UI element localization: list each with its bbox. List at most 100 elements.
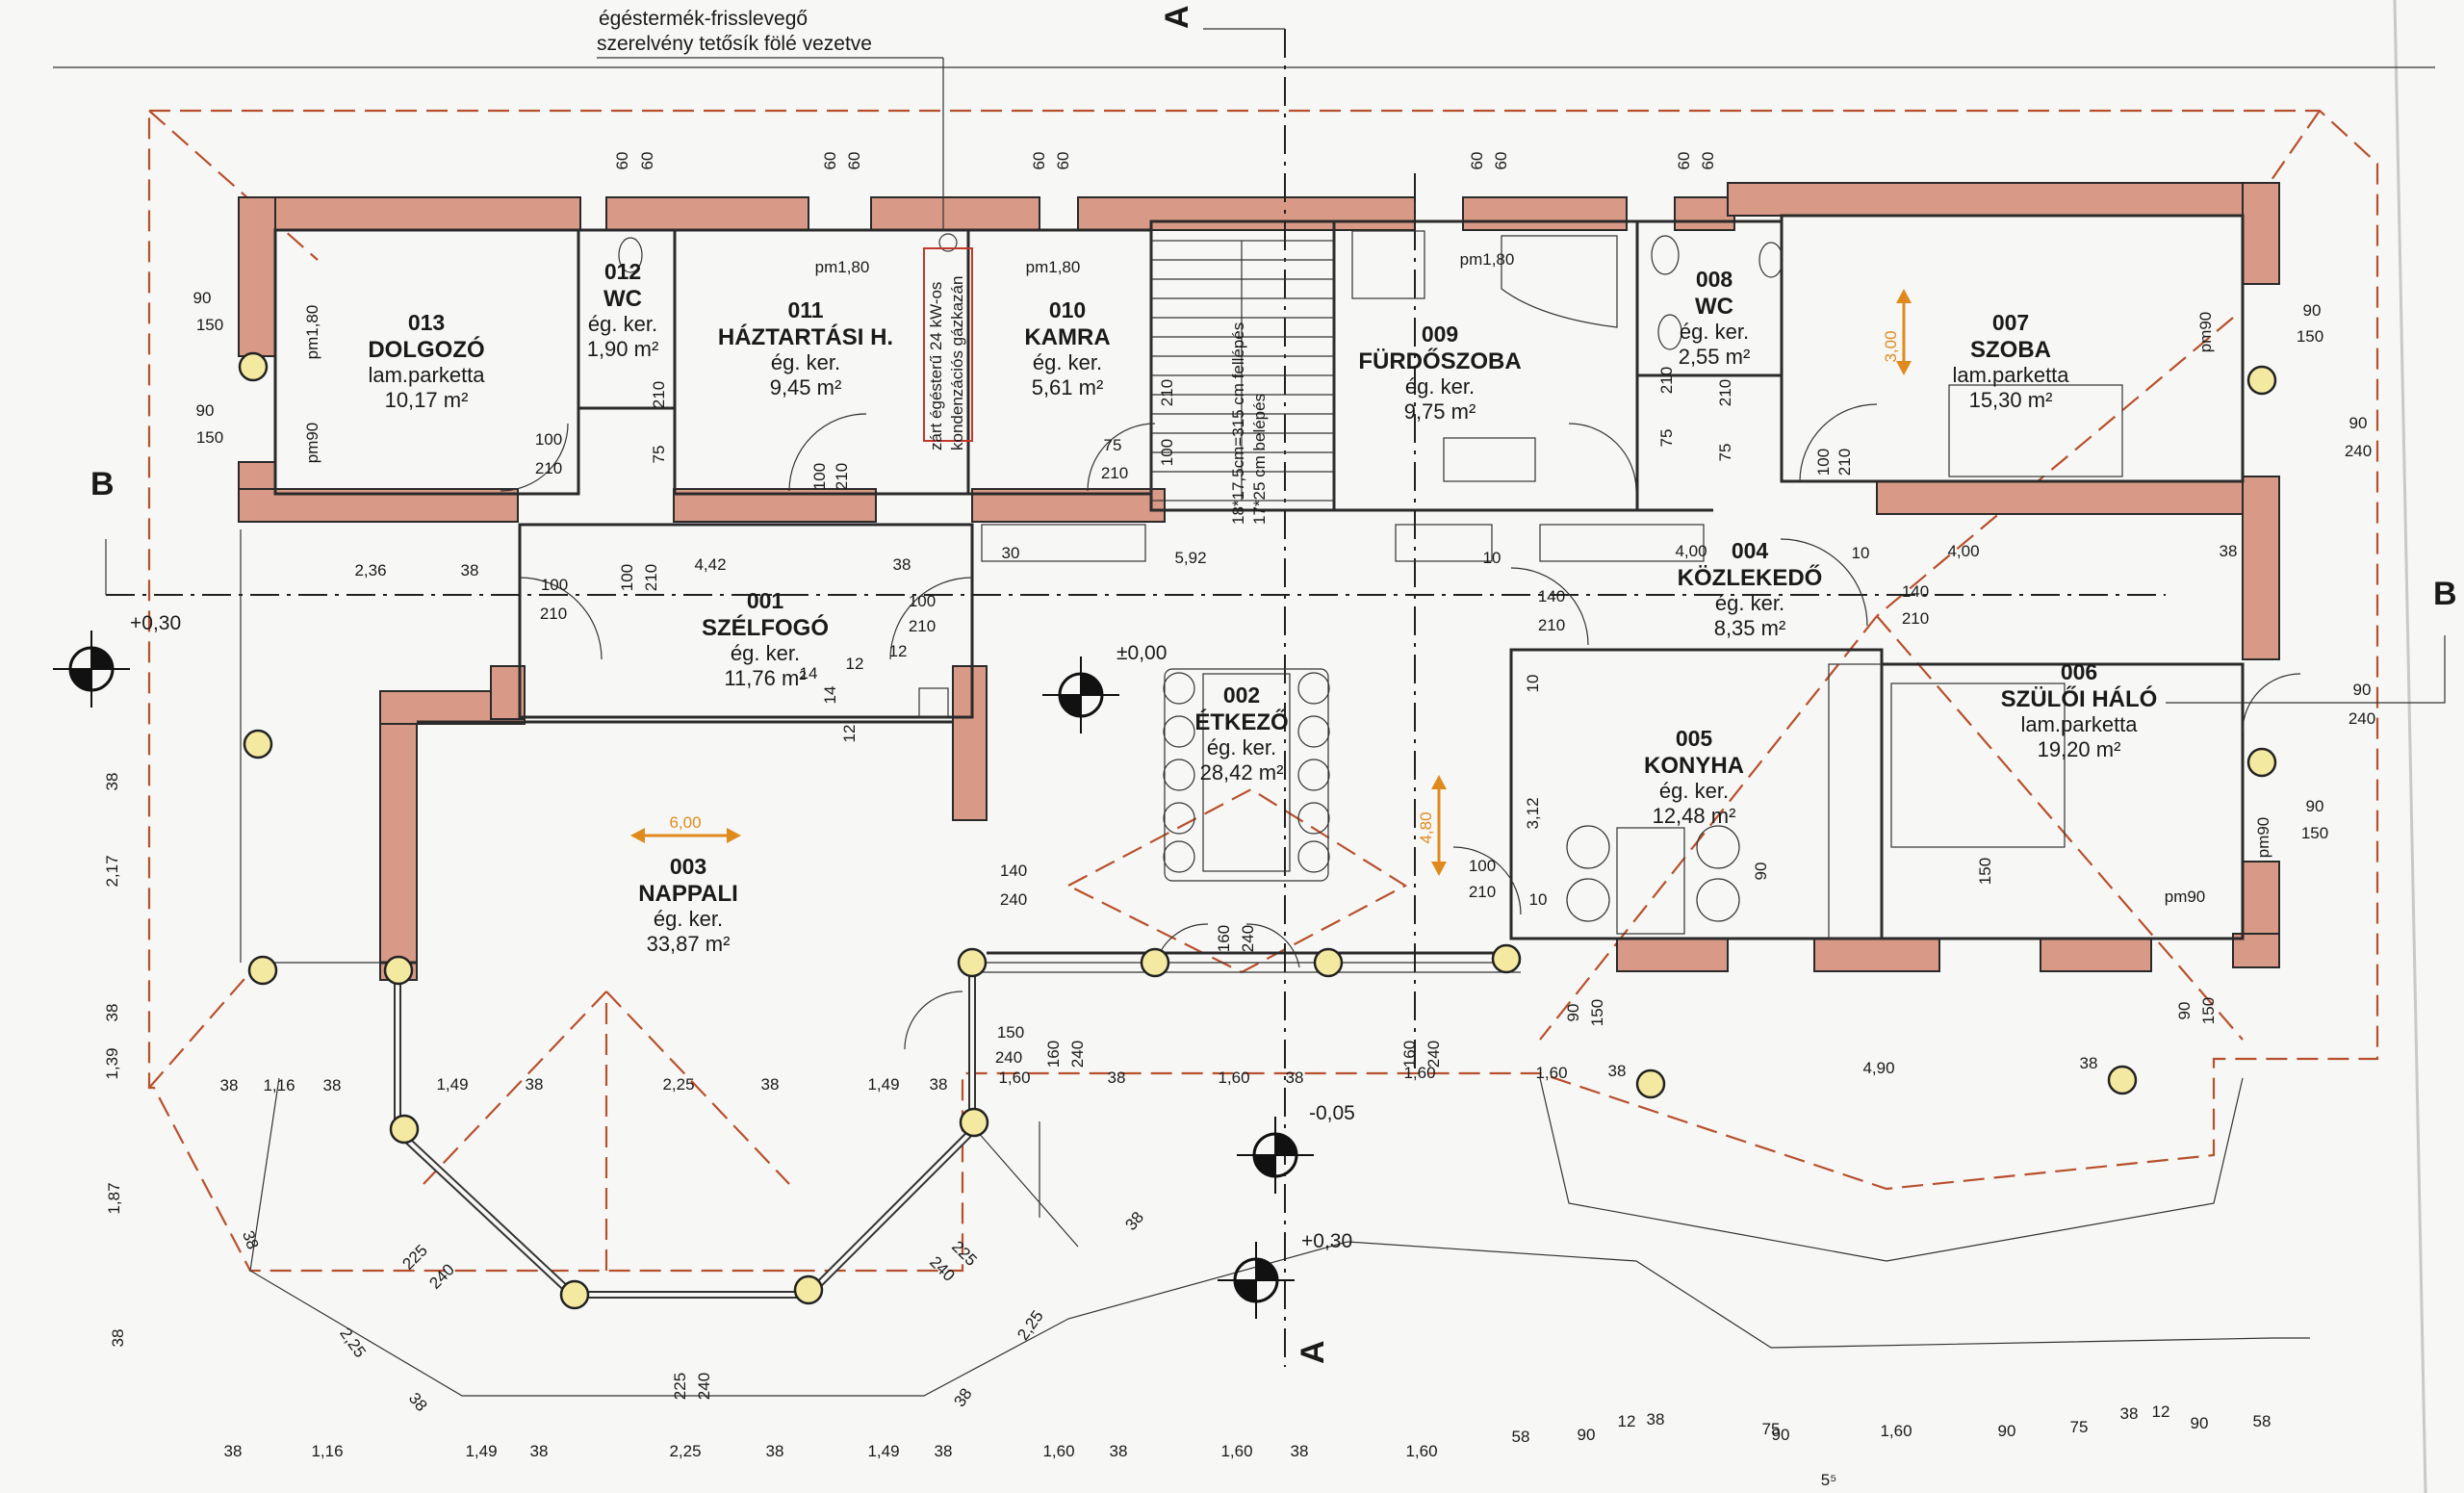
dimension-doors: 140 [1538, 587, 1565, 605]
dimension-corridor: 10 [1852, 544, 1870, 562]
dimension-doors: 210 [642, 564, 660, 591]
room-finish: ég. ker. [1405, 374, 1475, 399]
room-number: 006 [2061, 659, 2097, 684]
dimension-top: 60 [821, 152, 839, 170]
dimension-corridor: 2,36 [354, 561, 386, 579]
columns [238, 351, 2277, 1310]
dimension-corridor: 4,42 [694, 555, 726, 574]
dimension-front-row: 2,25 [662, 1075, 694, 1094]
room-name: ÉTKEZŐ [1194, 708, 1288, 735]
room-finish: ég. ker. [1207, 735, 1276, 759]
dimension-doors: 210 [1158, 379, 1176, 406]
dimension-top: 60 [1699, 152, 1717, 170]
dimension-left-side: 38 [103, 1004, 121, 1022]
room-number: 013 [408, 310, 445, 335]
furniture [618, 230, 2123, 940]
level-text-2: ±0,00 [1116, 642, 1167, 664]
dimension-doors: 100 [541, 576, 568, 594]
dimension-corridor: 30 [1002, 544, 1020, 562]
dimension-front-row: 1,49 [867, 1075, 899, 1094]
room-area: 11,76 m² [724, 666, 806, 690]
dimension-front-row: 1,60 [1535, 1064, 1567, 1082]
section-a-bottom: A [1295, 1340, 1331, 1364]
dimension-front-row: 38 [526, 1075, 544, 1094]
dimension-bottom-row: 90 [1578, 1426, 1596, 1444]
room-number: 012 [604, 259, 641, 284]
dimension-right-windows: 90 [2306, 797, 2324, 815]
dimension-corridor: 14 [821, 686, 839, 705]
room-number: 003 [670, 854, 706, 879]
dimension-bottom-row: 38 [1291, 1442, 1309, 1460]
dimension-bottom-row: 1,49 [465, 1442, 497, 1460]
dimension-doors: 150 [2199, 997, 2218, 1024]
dimension-doors: 240 [995, 1048, 1022, 1067]
room-name: FÜRDŐSZOBA [1358, 348, 1521, 374]
dimension-left-windows: 150 [196, 428, 223, 447]
level-text-1: +0,30 [130, 612, 181, 634]
room-name: KAMRA [1024, 324, 1110, 350]
dimension-right-windows: 90 [2303, 301, 2322, 320]
dimension-doors: 210 [1101, 464, 1128, 482]
dimension-right-windows: 90 [2349, 414, 2368, 432]
dimension-left-windows: 90 [193, 289, 212, 307]
dimension-right-windows: 150 [2297, 327, 2323, 346]
level-text-3: -0,05 [1309, 1102, 1355, 1124]
dimension-doors: 210 [1469, 883, 1496, 901]
dimension-front-row: 38 [220, 1076, 239, 1094]
dimension-top: 60 [1675, 152, 1693, 170]
dimension-bottom-row: 1,16 [311, 1442, 343, 1460]
dimension-corridor: 10 [1529, 890, 1548, 909]
dimension-doors: 160 [1044, 1041, 1063, 1068]
dimension-right-windows: 150 [2301, 824, 2328, 842]
dimension-corridor: 4,00 [1947, 542, 1979, 560]
dimension-front-row: 38 [930, 1075, 948, 1094]
parapet-label: pm90 [2196, 312, 2215, 353]
dimension-doors: 210 [540, 605, 567, 623]
parapet-label: pm1,80 [1026, 258, 1081, 276]
orange-arrows [630, 289, 1912, 876]
dimension-doors: 90 [2175, 1002, 2194, 1020]
flue-note-line2: szerelvény tetősík fölé vezetve [597, 33, 872, 55]
dimension-bottom-row: 1,60 [1405, 1442, 1437, 1460]
dimension-doors: 75 [1657, 429, 1676, 448]
level-marker-1 [53, 631, 130, 708]
room-area: 10,17 m² [385, 388, 469, 412]
room-finish: ég. ker. [731, 641, 800, 665]
dimension-bottom-row: 75 [1762, 1420, 1781, 1438]
parapet-label: pm1,80 [1460, 250, 1515, 269]
dimension-corridor: 3,12 [1524, 797, 1542, 829]
room-finish: lam.parketta [368, 363, 485, 387]
dimension-doors: 210 [1538, 616, 1565, 634]
level-marker-3 [1237, 1117, 1314, 1194]
dimension-right-windows: 240 [2348, 709, 2375, 728]
dimension-bottom-row: 90 [2191, 1414, 2209, 1432]
dimension-bottom-row: 1,60 [1042, 1442, 1074, 1460]
level-text-4: +0,30 [1301, 1230, 1352, 1252]
dimension-left-windows: 90 [196, 401, 215, 420]
paper-fold [2393, 0, 2427, 1493]
section-b-left: B [90, 466, 115, 502]
dimension-left-side: 2,17 [103, 855, 121, 887]
dimension-doors: 160 [1215, 925, 1233, 952]
dimension-doors: 240 [1424, 1041, 1443, 1068]
room-finish: ég. ker. [1715, 591, 1784, 615]
dimension-corridor: 38 [2220, 542, 2238, 560]
dimension-corridor: 12 [840, 725, 859, 743]
room-name: SZÜLŐI HÁLÓ [2001, 685, 2158, 712]
parapet-label: pm1,80 [815, 258, 870, 276]
stair [1150, 240, 1335, 502]
room-area: 33,87 m² [647, 932, 731, 956]
dimension-doors: 75 [650, 446, 668, 464]
room-number: 010 [1049, 297, 1086, 322]
dimension-doors: 240 [1068, 1041, 1087, 1068]
terrace-outline [249, 1077, 2310, 1397]
dimension-corridor: 10 [1483, 549, 1502, 567]
